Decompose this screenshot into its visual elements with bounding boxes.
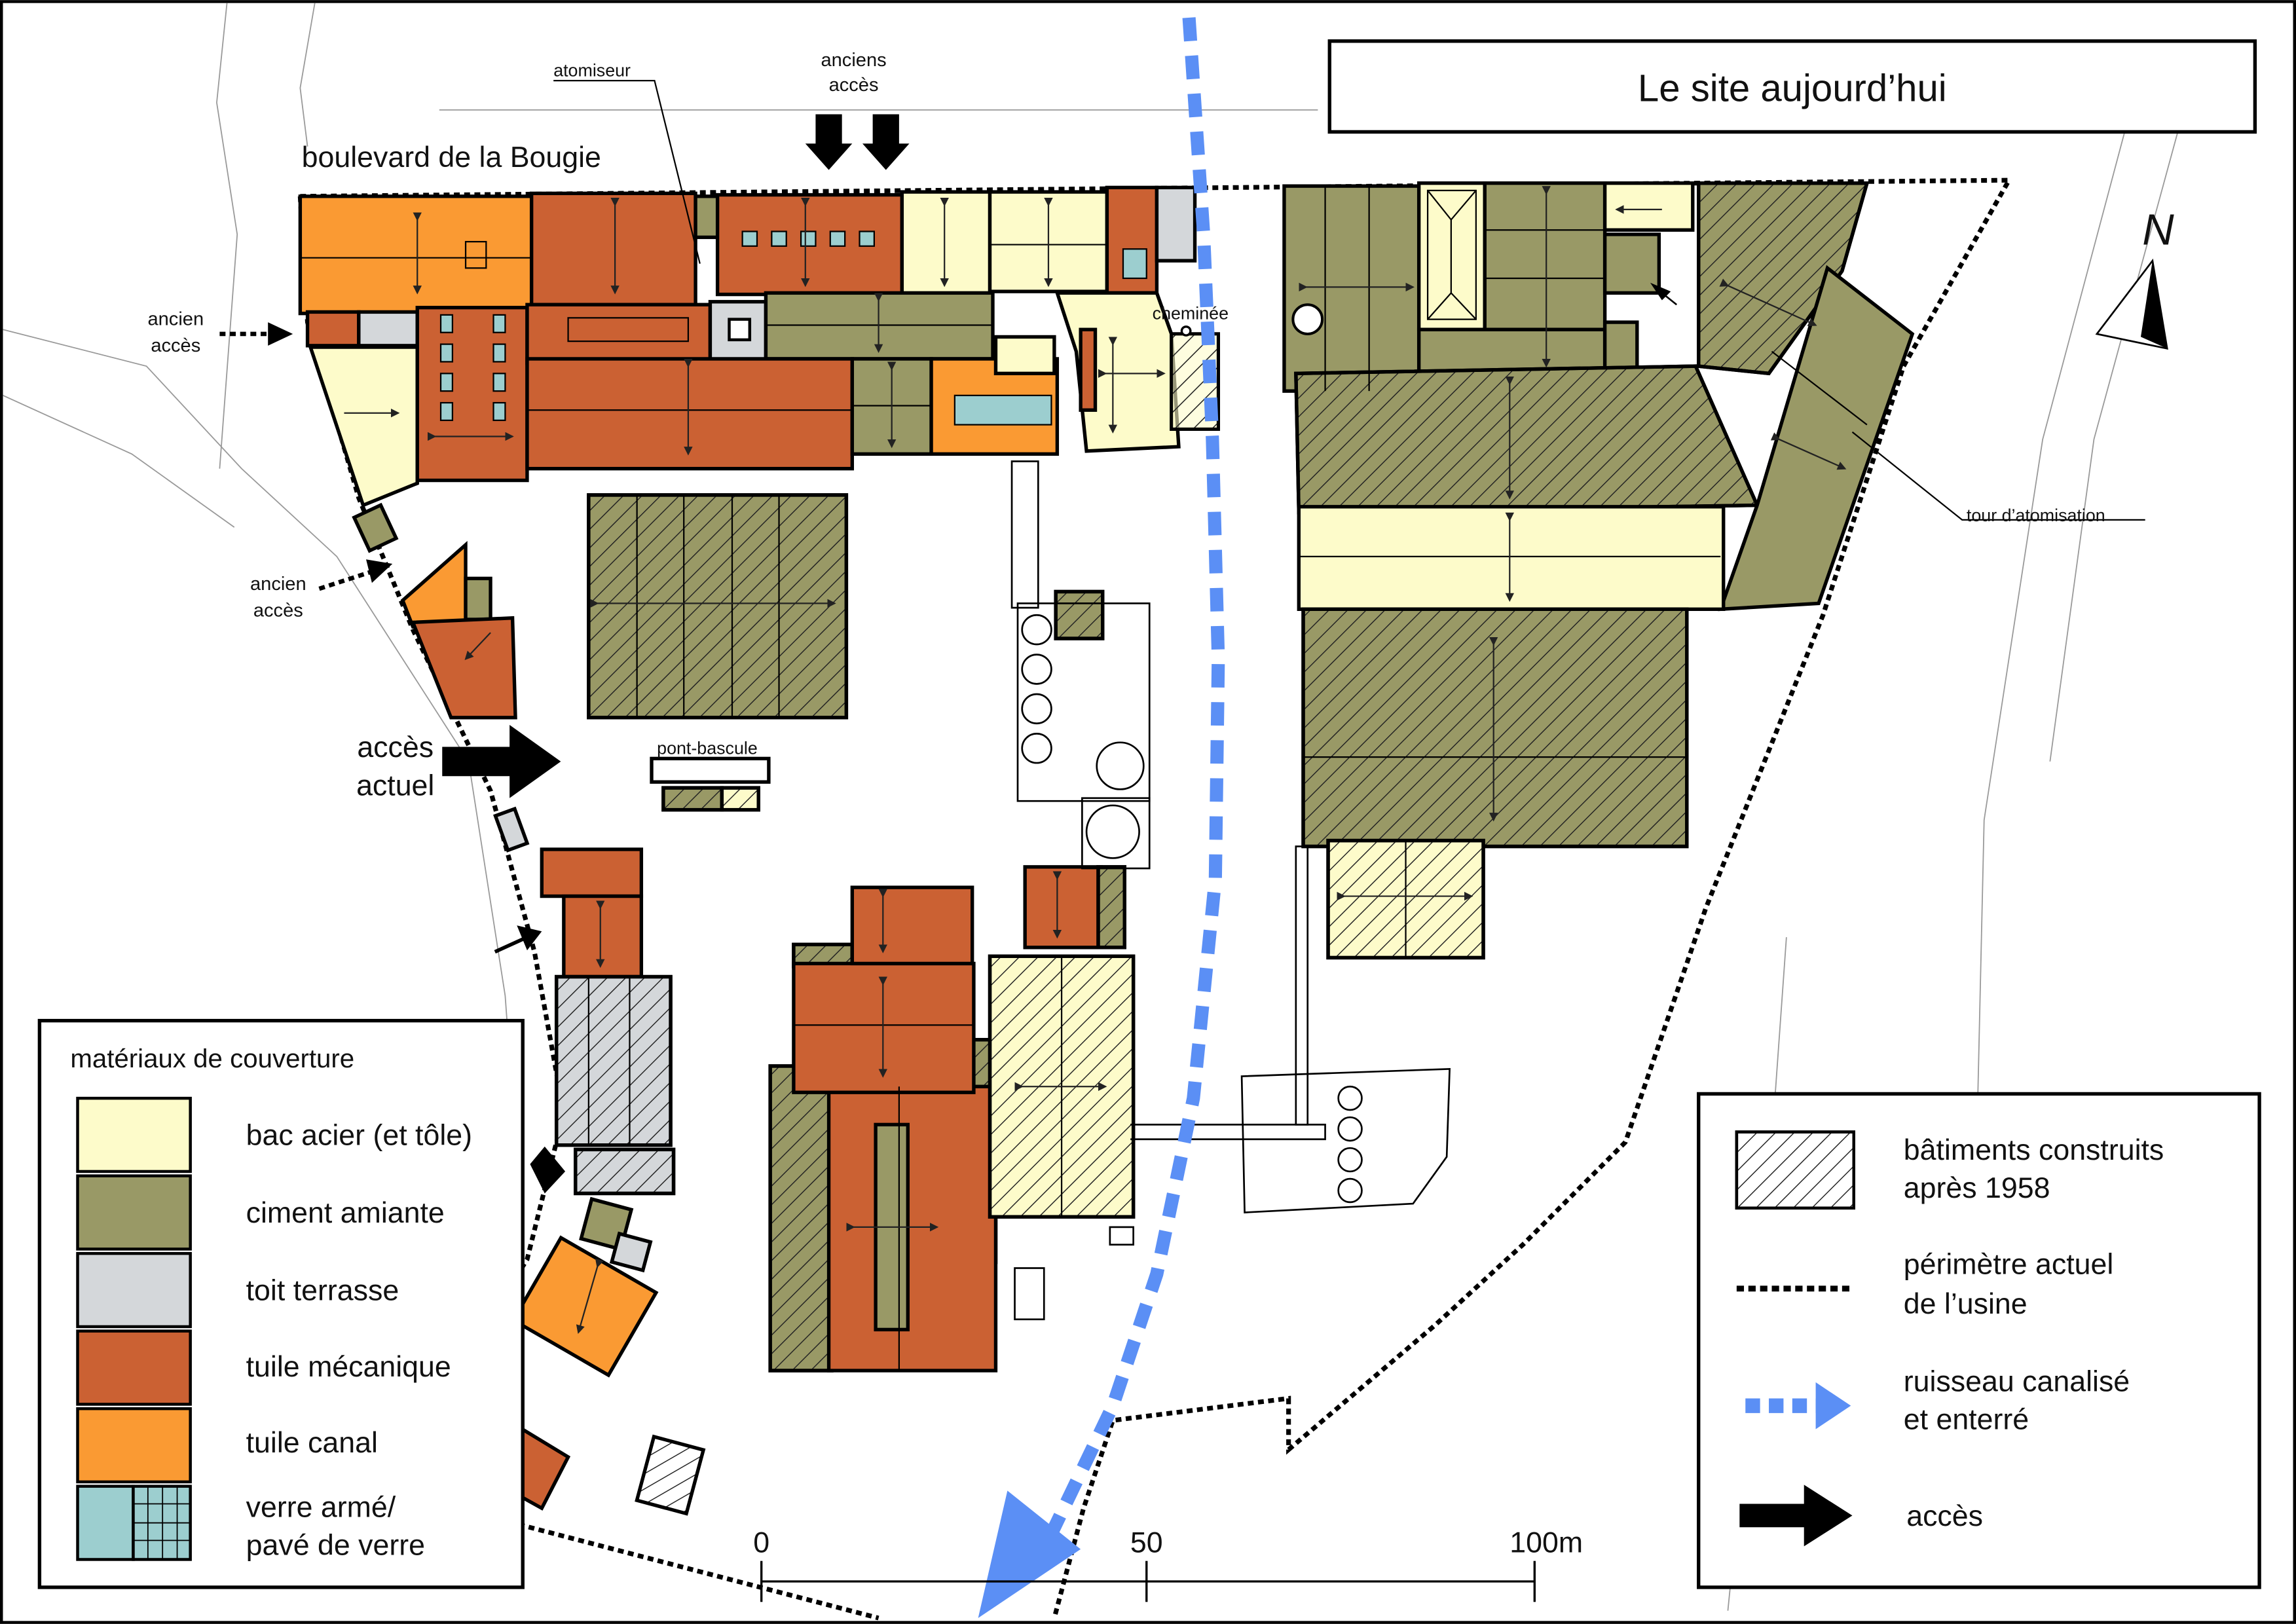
label-pont-bascule: pont-bascule [657, 739, 758, 758]
scale-50: 50 [1130, 1526, 1163, 1559]
label-acces-actuel-1: accès [357, 731, 434, 764]
label-ancien-acces-w2: accès [151, 335, 200, 356]
label-anciens-acces-2: accès [829, 75, 879, 96]
north-buildings [298, 185, 1221, 508]
label-anciens-acces-1: anciens [821, 50, 887, 71]
legend-ruisseau-1: ruisseau canalisé [1904, 1365, 2130, 1397]
legend-perimetre-1: périmètre actuel [1904, 1248, 2114, 1280]
legend-batiments-2: après 1958 [1904, 1172, 2050, 1204]
label-cheminee: cheminée [1153, 304, 1229, 323]
label-boulevard: boulevard de la Bougie [302, 141, 601, 174]
legend-toit-terrasse: toit terrasse [246, 1275, 399, 1307]
legend-bac-acier: bac acier (et tôle) [246, 1120, 472, 1152]
materials-legend: matériaux de couverture bac acier (et tô… [37, 1018, 525, 1589]
map-title: Le site aujourd’hui [1638, 67, 1947, 109]
canalized-brook [978, 17, 1225, 1618]
south-buildings [768, 589, 1136, 1373]
label-atomiseur: atomiseur [553, 60, 631, 80]
north-label: N [2142, 206, 2174, 255]
legend-ruisseau-2: et enterré [1904, 1403, 2029, 1435]
materials-legend-title: matériaux de couverture [70, 1044, 354, 1073]
symbols-legend: bâtiments construits après 1958 périmètr… [1697, 1092, 2261, 1589]
label-ancien-acces-sw2: accès [253, 600, 303, 621]
label-acces-actuel-2: actuel [356, 769, 434, 802]
access-arrows [219, 114, 1678, 1194]
title-box [1327, 39, 2257, 134]
scale-100m: 100m [1509, 1526, 1583, 1559]
roof-arrows [413, 186, 1847, 1335]
legend-verre-arme: verre armé/ [246, 1492, 396, 1524]
legend-perimetre-2: de l’usine [1904, 1288, 2028, 1320]
label-ancien-acces-sw1: ancien [250, 574, 306, 595]
legend-ciment-amiante: ciment amiante [246, 1197, 445, 1229]
north-arrow: N [2095, 206, 2174, 350]
legend-acces: accès [1906, 1500, 1983, 1532]
legend-tuile-canal: tuile canal [246, 1427, 378, 1459]
legend-tuile-mecanique: tuile mécanique [246, 1351, 451, 1383]
current-access-arrow [442, 724, 561, 798]
label-ancien-acces-w1: ancien [148, 309, 204, 330]
scale-bar: 0 50 100m [753, 1526, 1583, 1602]
roof-arrows-single [344, 205, 1662, 660]
legend-pave-de-verre: pavé de verre [246, 1530, 425, 1562]
map-labels: boulevard de la Bougie atomiseur anciens… [148, 50, 2105, 802]
legend-batiments-1: bâtiments construits [1904, 1134, 2164, 1166]
scale-0: 0 [753, 1526, 769, 1559]
label-tour-atomisation: tour d’atomisation [1967, 506, 2105, 525]
outline-structures [1010, 460, 1451, 1321]
